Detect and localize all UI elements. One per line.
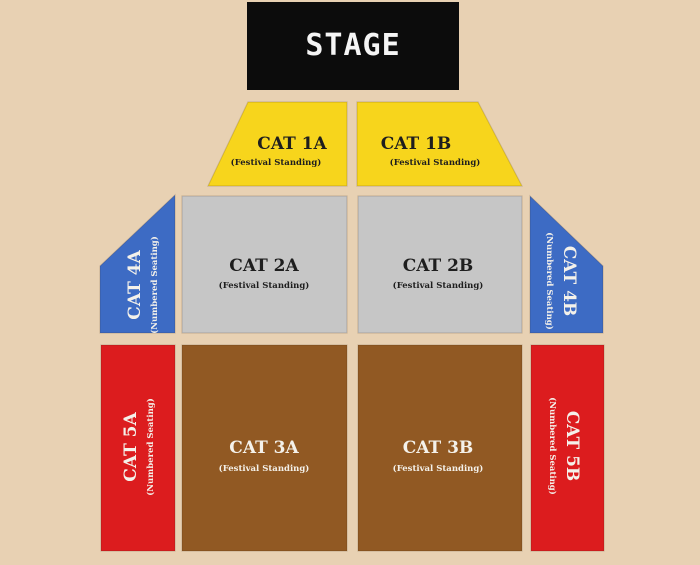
section-cat-1a-subtitle: (Festival Standing) (231, 157, 322, 168)
stage-label: STAGE (305, 28, 400, 63)
section-cat-2a-title: CAT 2A (229, 256, 299, 276)
section-cat-2b-title: CAT 2B (403, 256, 474, 276)
section-cat-1b-title: CAT 1B (381, 134, 452, 154)
section-cat-5a-subtitle: (Numbered Seating) (145, 398, 156, 495)
section-cat-5b-subtitle: (Numbered Seating) (547, 397, 558, 494)
section-cat-4b-shape[interactable] (529, 194, 604, 334)
section-cat-3b[interactable]: CAT 3B (Festival Standing) (357, 344, 523, 552)
section-cat-2b-shape[interactable] (357, 195, 523, 334)
section-cat-4b[interactable]: CAT 4B (Numbered Seating) (529, 194, 604, 334)
section-cat-1b-subtitle: (Festival Standing) (390, 157, 481, 168)
section-cat-2b[interactable]: CAT 2B (Festival Standing) (357, 195, 523, 334)
section-cat-3b-shape[interactable] (357, 344, 523, 552)
section-cat-4a-subtitle: (Numbered Seating) (149, 236, 160, 333)
section-cat-1b[interactable]: CAT 1B (Festival Standing) (356, 101, 523, 187)
section-cat-5a[interactable]: CAT 5A (Numbered Seating) (100, 344, 176, 552)
section-cat-4b-title: CAT 4B (559, 246, 579, 317)
section-cat-5a-shape[interactable] (100, 344, 176, 552)
section-cat-1b-shape[interactable] (356, 101, 523, 187)
section-cat-4b-subtitle: (Numbered Seating) (544, 232, 555, 329)
stage: STAGE (247, 2, 459, 90)
section-cat-1a-shape[interactable] (207, 101, 348, 187)
section-cat-5a-title: CAT 5A (121, 412, 141, 482)
section-cat-2b-subtitle: (Festival Standing) (393, 280, 484, 291)
section-cat-2a-shape[interactable] (181, 195, 348, 334)
section-cat-5b[interactable]: CAT 5B (Numbered Seating) (530, 344, 605, 552)
section-cat-2a[interactable]: CAT 2A (Festival Standing) (181, 195, 348, 334)
section-cat-5b-shape[interactable] (530, 344, 605, 552)
section-cat-1a[interactable]: CAT 1A (Festival Standing) (207, 101, 348, 187)
section-cat-3b-title: CAT 3B (403, 438, 474, 458)
section-cat-3b-subtitle: (Festival Standing) (393, 463, 484, 474)
section-cat-4a[interactable]: CAT 4A (Numbered Seating) (99, 193, 176, 334)
section-cat-1a-title: CAT 1A (257, 134, 327, 154)
section-cat-3a-subtitle: (Festival Standing) (219, 463, 310, 474)
section-cat-5b-title: CAT 5B (562, 411, 582, 482)
section-cat-2a-subtitle: (Festival Standing) (219, 280, 310, 291)
section-cat-3a-title: CAT 3A (229, 438, 299, 458)
section-cat-3a-shape[interactable] (181, 344, 348, 552)
section-cat-4a-title: CAT 4A (125, 250, 145, 320)
section-cat-4a-shape[interactable] (99, 193, 176, 334)
stage-block (247, 2, 459, 90)
section-cat-3a[interactable]: CAT 3A (Festival Standing) (181, 344, 348, 552)
